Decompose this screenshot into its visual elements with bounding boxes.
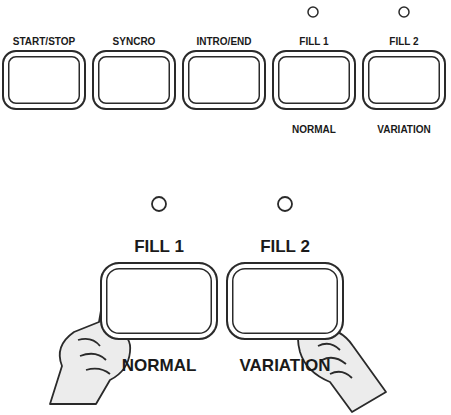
- button-subtitle: NORMAL: [292, 124, 336, 135]
- panel-button: SYNCRO: [92, 36, 176, 110]
- panel-button: START/STOP: [2, 36, 86, 110]
- button-cap: [92, 50, 176, 110]
- button-label: FILL 1: [299, 36, 328, 47]
- button-label: SYNCRO: [113, 36, 156, 47]
- panel-button: FILL 1 NORMAL: [272, 36, 356, 135]
- button-subtitle: VARIATION: [377, 124, 431, 135]
- led-indicator: [152, 197, 166, 211]
- button-label: FILL 1: [134, 238, 184, 257]
- led-indicator: [308, 7, 318, 17]
- led-indicator: [278, 197, 292, 211]
- button-cap: [100, 262, 218, 340]
- button-label: FILL 2: [260, 238, 310, 257]
- button-subtitle: VARIATION: [240, 357, 331, 376]
- button-cap: [2, 50, 86, 110]
- button-cap: [272, 50, 356, 110]
- button-cap: [182, 50, 266, 110]
- button-label: INTRO/END: [197, 36, 252, 47]
- button-label: FILL 2: [389, 36, 418, 47]
- panel-button: INTRO/END: [182, 36, 266, 110]
- finger-lines: [78, 339, 110, 374]
- panel-button: FILL 2 VARIATION: [362, 36, 446, 135]
- button-label: START/STOP: [13, 36, 75, 47]
- panel-button: FILL 2 VARIATION: [226, 238, 344, 375]
- panel-button: FILL 1 NORMAL: [100, 238, 218, 375]
- button-subtitle: NORMAL: [122, 357, 197, 376]
- button-cap: [362, 50, 446, 110]
- led-indicator: [399, 7, 409, 17]
- button-cap: [226, 262, 344, 340]
